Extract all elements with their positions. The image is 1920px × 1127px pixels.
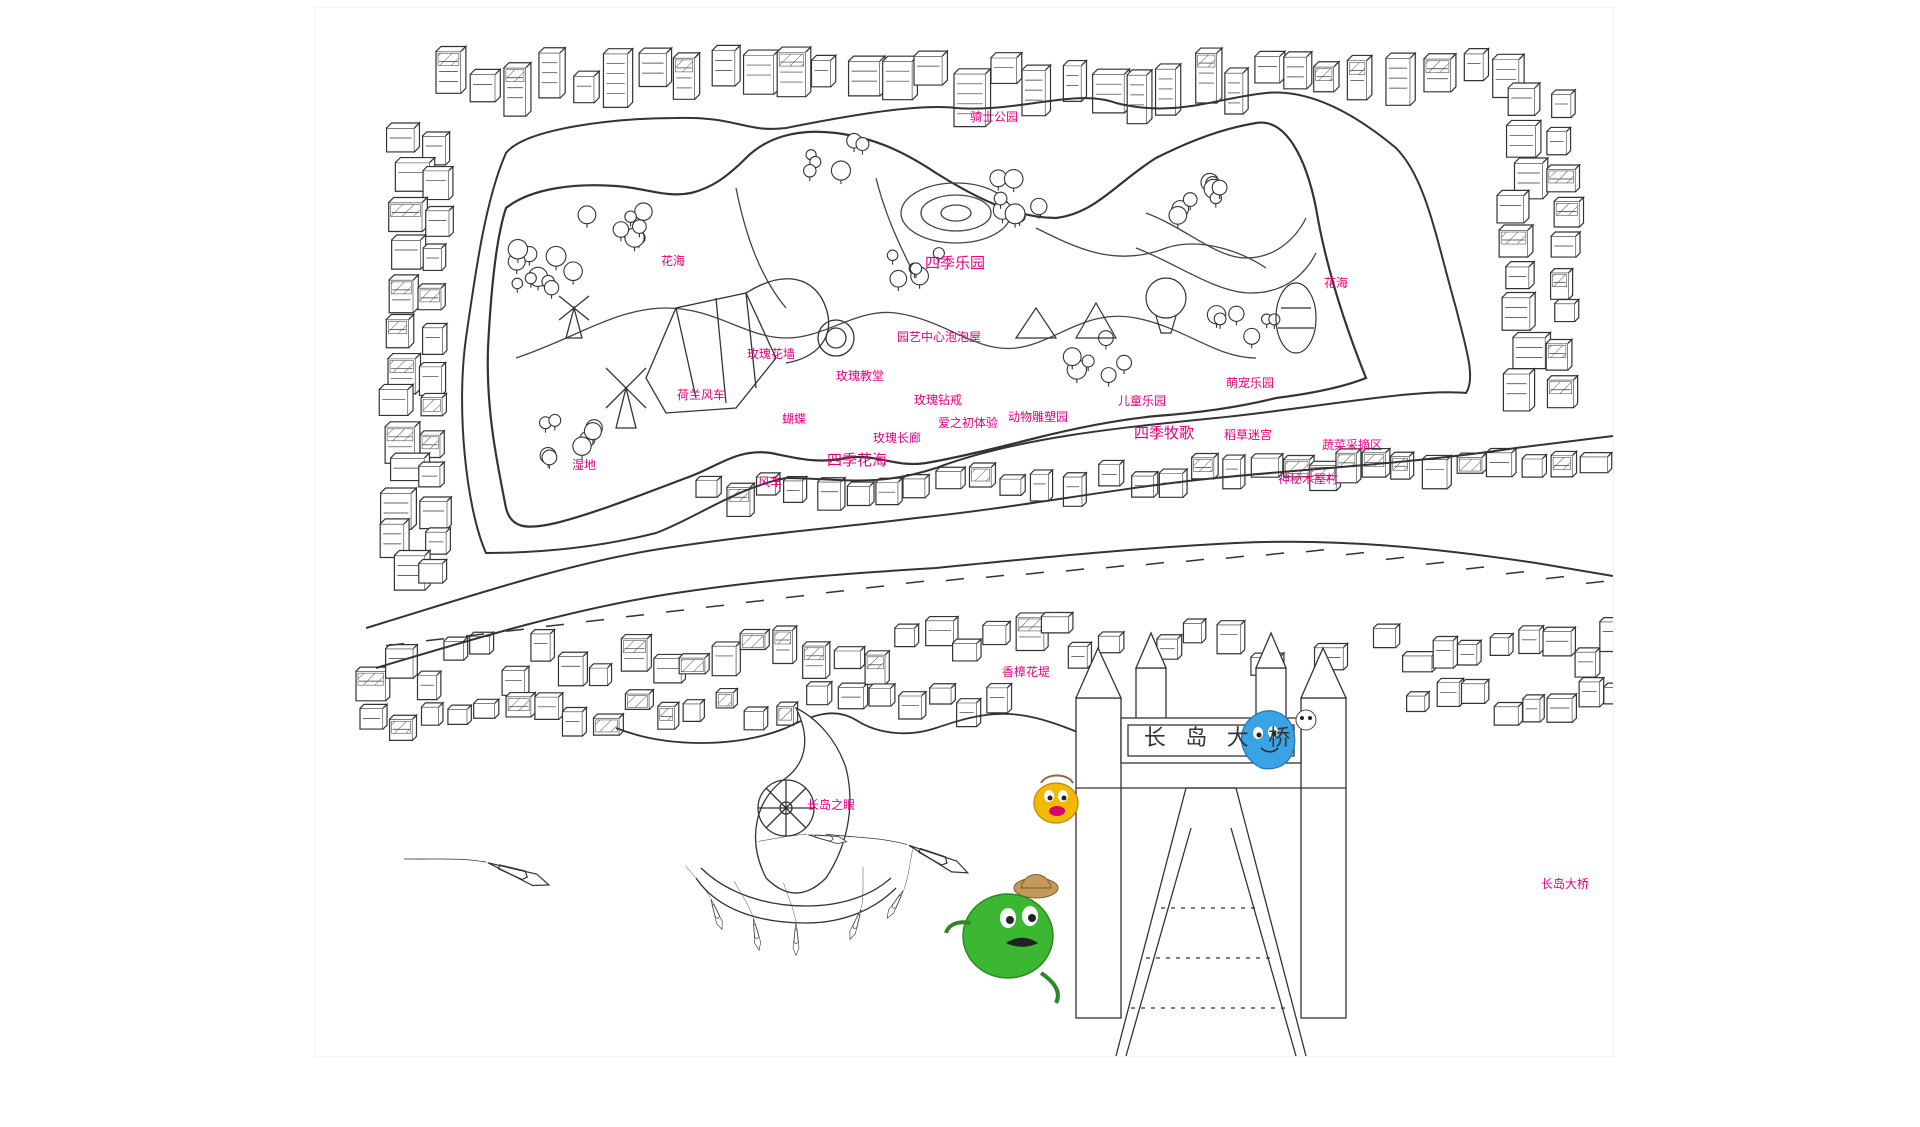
green-mascot	[944, 874, 1060, 1004]
road-lane-markings	[385, 549, 1605, 647]
label-horticulture-bubble-house: 园艺中心泡泡屋	[897, 330, 982, 344]
bridge-char-1: 长	[1143, 726, 1166, 751]
bridge-char-3: 大	[1226, 726, 1249, 751]
label-wetland: 湿地	[572, 458, 597, 472]
label-camphor-flower-bank: 香樟花堤	[1002, 665, 1051, 679]
blue-mascot	[1240, 709, 1317, 770]
tree-clusters	[507, 132, 1281, 469]
label-rose-flower-wall: 玫瑰花墙	[747, 347, 796, 361]
bridge-gate-text: 长 岛 大 桥	[1134, 720, 1300, 752]
park-island	[486, 121, 1368, 528]
label-cute-pet-park: 萌宠乐园	[1226, 376, 1275, 390]
label-dutch-windmill: 荷兰风车	[677, 388, 726, 402]
main-road	[365, 435, 1613, 669]
city-blocks	[355, 43, 1613, 741]
rose-church-structure	[645, 278, 855, 414]
label-rose-ring: 玫瑰钻戒	[914, 393, 963, 407]
kids-park-structures	[1014, 277, 1317, 354]
label-four-seasons-flower-sea: 四季花海	[827, 451, 888, 469]
bridge-char-2: 岛	[1185, 726, 1208, 751]
changdao-eye-structure	[695, 706, 897, 924]
windmill-structures	[558, 295, 647, 429]
label-rose-corridor: 玫瑰长廊	[873, 431, 922, 445]
label-rose-church: 玫瑰教堂	[836, 369, 885, 383]
label-straw-maze: 稻草迷宫	[1224, 428, 1273, 442]
label-four-seasons-pastoral: 四季牧歌	[1134, 424, 1195, 442]
label-flower-sea-right: 花海	[1324, 276, 1349, 290]
line-art-map	[355, 43, 1613, 1056]
harbor-bay	[615, 712, 1147, 754]
changdao-bridge-gate	[1075, 631, 1348, 1056]
label-animal-sculpture-park: 动物雕塑园	[1008, 410, 1069, 424]
label-four-seasons-park: 四季乐园	[925, 254, 986, 272]
label-changdao-eye: 长岛之眼	[807, 798, 856, 812]
label-vegetable-picking: 蔬菜采摘区	[1322, 438, 1383, 452]
river-outline	[461, 91, 1472, 555]
label-first-love-experience: 爱之初体验	[938, 416, 999, 430]
label-kids-park: 儿童乐园	[1118, 394, 1167, 408]
yellow-mascot	[1033, 774, 1079, 824]
label-flower-sea-left: 花海	[661, 254, 686, 268]
map-canvas: 骑士公园 花海 四季乐园 花海 园艺中心泡泡屋 玫瑰花墙 玫瑰教堂 荷兰风车 玫…	[316, 8, 1613, 1056]
bridge-char-4: 桥	[1268, 726, 1291, 751]
label-butterfly: 蝴蝶	[782, 412, 807, 426]
label-knight-park: 骑士公园	[970, 110, 1019, 124]
label-changdao-bridge: 长岛大桥	[1541, 877, 1590, 891]
boats	[404, 833, 970, 957]
label-windmill: 风车	[758, 475, 783, 489]
label-mysterious-cabin-village: 神秘木屋村	[1278, 472, 1339, 486]
